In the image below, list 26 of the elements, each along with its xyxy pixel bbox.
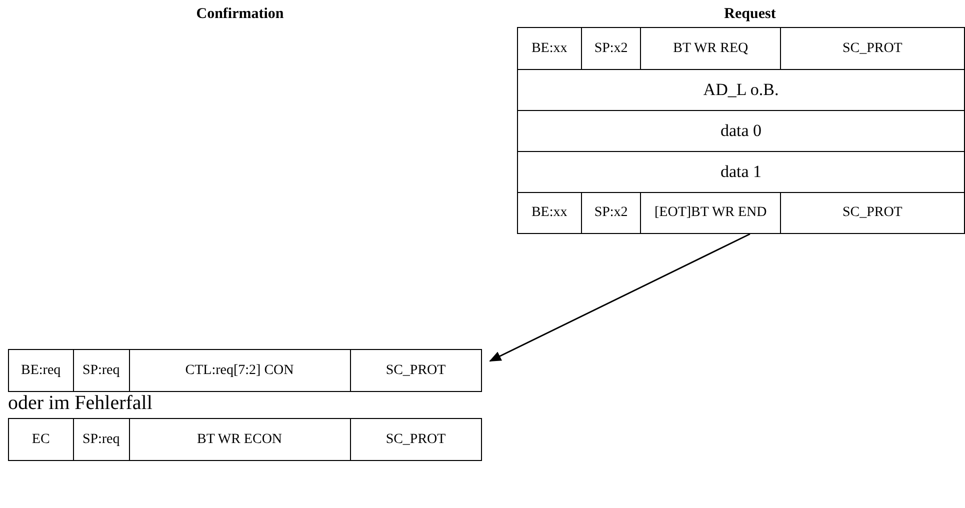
table-cell: SC_PROT [350,419,481,460]
frame-table [8,349,482,392]
table-cell-text: BE:xx [530,204,568,222]
table-cell-text: BE:xx [530,40,568,58]
table-cell: SC_PROT [350,350,481,391]
table-cell-text: data 0 [719,120,763,142]
frame-table [8,418,482,461]
table-cell-text: AD_L o.B. [702,79,780,101]
table-cell-text: data 1 [719,161,763,183]
note-text: oder im Fehlerfall [8,392,152,415]
table-cell-text: EC [30,430,51,448]
table-cell: SC_PROT [780,28,964,69]
frame-table [517,27,965,234]
column-heading: Request [724,6,776,23]
column-heading: Confirmation [196,6,284,23]
table-cell: BT WR ECON [128,419,350,460]
table-cell-text: BE:req [20,362,62,380]
arrow [489,233,750,362]
table-cell: CTL:req[7:2] CON [128,350,350,391]
table-cell: [EOT]BT WR END [640,193,780,233]
table-cell: SP:x2 [580,193,640,233]
table-cell: SP:req [72,350,128,391]
table-cell: SP:x2 [580,28,640,69]
table-cell: SP:req [72,419,128,460]
table-cell: SC_PROT [780,193,964,233]
table-cell: BT WR REQ [640,28,780,69]
